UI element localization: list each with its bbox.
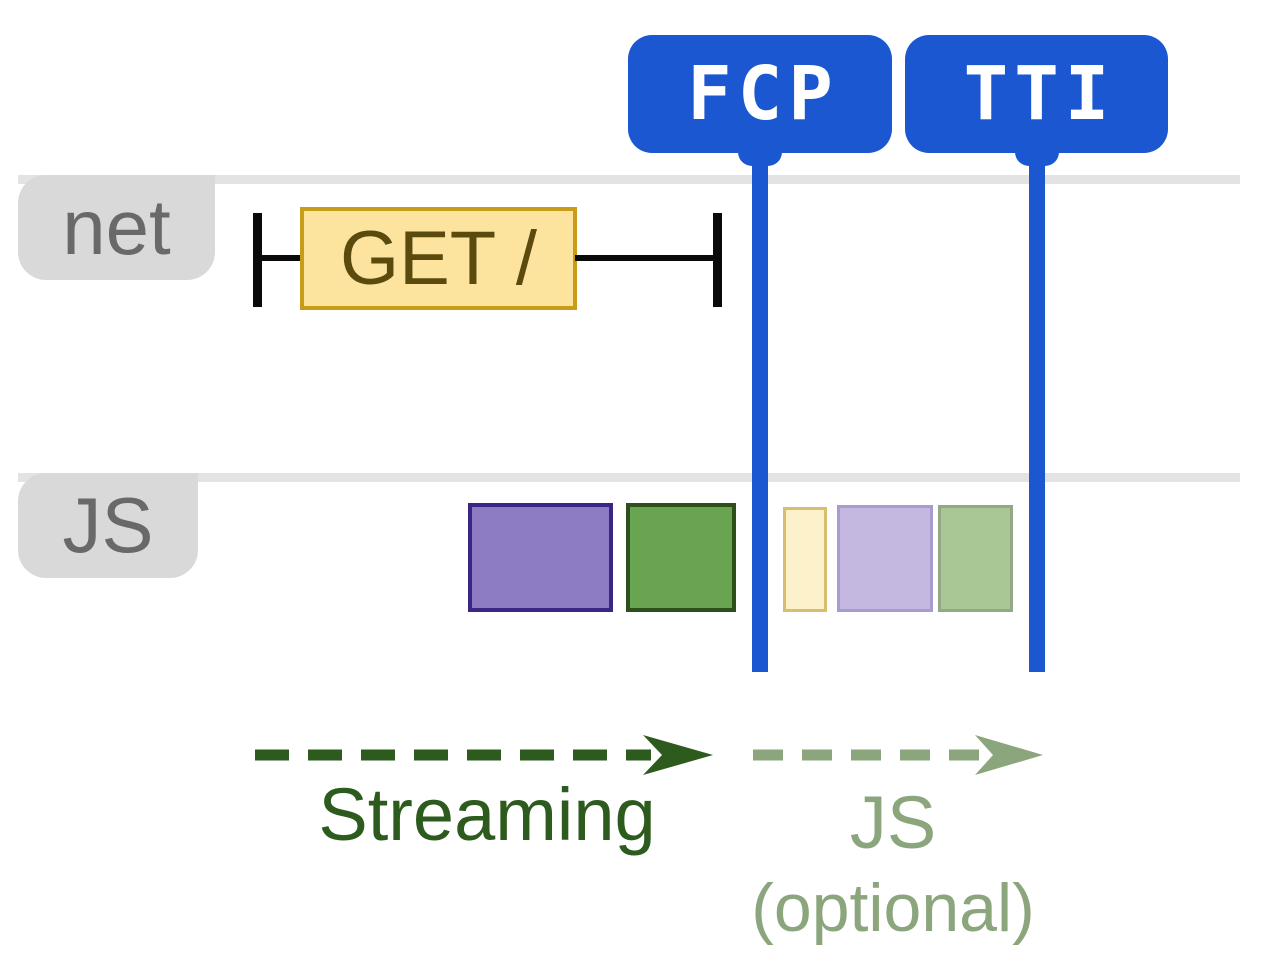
js-optional-arrow-icon bbox=[753, 735, 1043, 775]
fcp-badge: FCP bbox=[628, 35, 892, 153]
js-lane-line bbox=[18, 473, 1240, 482]
fcp-marker-line-fillet bbox=[738, 150, 782, 166]
tti-marker-line-fillet bbox=[1015, 150, 1059, 166]
js-lane-label-text: JS bbox=[62, 481, 154, 569]
fcp-marker-line bbox=[752, 148, 768, 672]
fcp-badge-text: FCP bbox=[687, 51, 839, 137]
streaming-annotation: Streaming bbox=[318, 773, 656, 856]
net-lane-label-text: net bbox=[62, 183, 171, 271]
js-optional-annotation-line2: (optional) bbox=[751, 870, 1035, 947]
js-optional-annotation-line1: JS bbox=[849, 781, 937, 864]
request-end-whisker-line bbox=[575, 255, 715, 261]
net-lane-line bbox=[18, 175, 1240, 184]
request-start-whisker-line bbox=[262, 255, 302, 261]
get-request-box: GET / bbox=[300, 207, 577, 310]
js-task-block-optional-sage bbox=[938, 505, 1013, 612]
tti-badge: TTI bbox=[905, 35, 1168, 153]
js-task-block-optional-lavender bbox=[837, 505, 933, 612]
js-optional-annotation: JS (optional) bbox=[693, 782, 1093, 946]
request-end-whisker bbox=[713, 213, 722, 307]
streaming-arrow-icon bbox=[255, 735, 713, 775]
js-task-block-green bbox=[626, 503, 736, 612]
js-task-block-optional-yellow bbox=[783, 507, 827, 612]
get-request-label: GET / bbox=[339, 216, 538, 301]
net-lane-label: net bbox=[18, 175, 215, 280]
js-lane-label: JS bbox=[18, 473, 198, 578]
tti-badge-text: TTI bbox=[963, 51, 1116, 137]
tti-marker-line bbox=[1029, 148, 1045, 672]
request-start-whisker bbox=[253, 213, 262, 307]
js-task-block-purple bbox=[468, 503, 613, 612]
